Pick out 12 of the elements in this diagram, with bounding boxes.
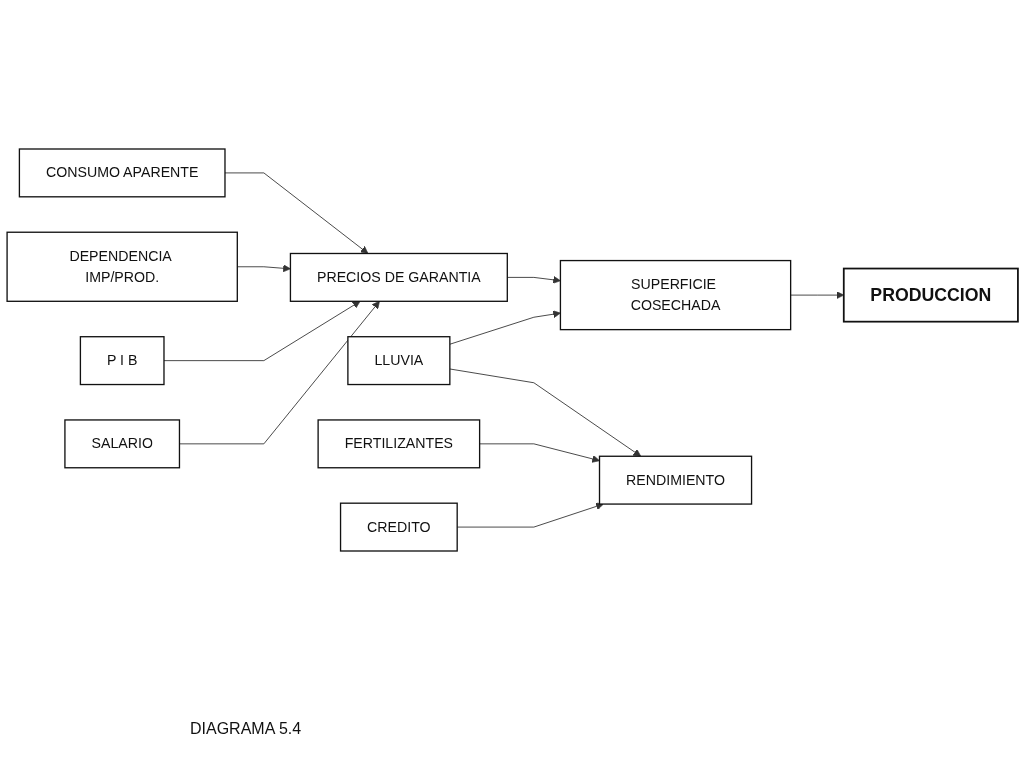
node-box: P I B [79,336,165,386]
node-box: CREDITO [339,502,458,552]
node-box: PRECIOS DE GARANTIA [289,252,508,302]
node-box: FERTILIZANTES [317,419,481,469]
node-box: SUPERFICIE COSECHADA [559,259,792,331]
diagram-caption: DIAGRAMA 5.4 [190,720,302,738]
node-box: PRODUCCION [842,267,1019,323]
node-box: SALARIO [64,419,181,469]
node-box: RENDIMIENTO [598,455,753,505]
node-box: DEPENDENCIA IMP/PROD. [6,231,238,302]
node-box: LLUVIA [347,336,451,386]
node-box: CONSUMO APARENTE [18,148,226,198]
